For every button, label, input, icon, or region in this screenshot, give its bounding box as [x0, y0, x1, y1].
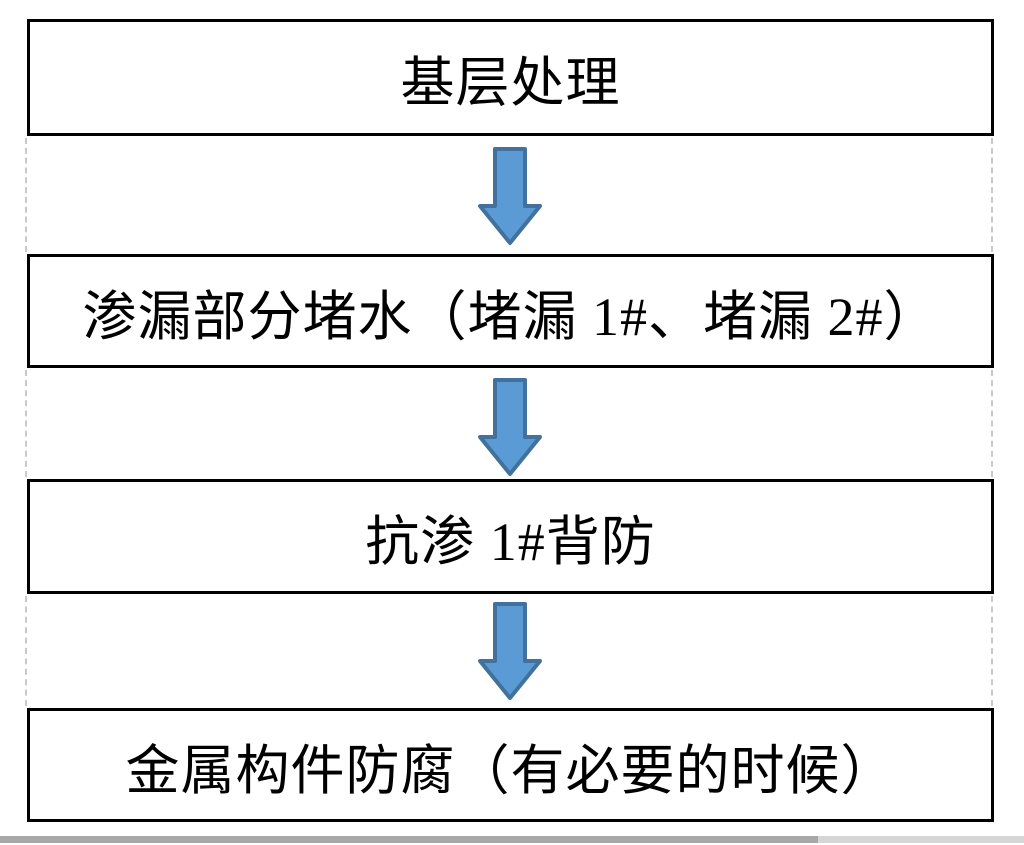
flow-step-base-treatment: 基层处理	[27, 19, 994, 136]
down-arrow-icon	[478, 378, 542, 476]
down-arrow-icon	[478, 602, 542, 700]
dashed-gridline	[25, 138, 27, 252]
dashed-gridline	[991, 138, 993, 252]
flow-step-label: 渗漏部分堵水（堵漏 1#、堵漏 2#）	[82, 286, 939, 347]
horizontal-scrollbar-track[interactable]	[0, 836, 1024, 843]
flow-step-metal-anticorrosion: 金属构件防腐（有必要的时候）	[27, 708, 994, 822]
flow-step-anti-seepage-back: 抗渗 1#背防	[27, 479, 994, 594]
flow-step-label: 金属构件防腐（有必要的时候）	[125, 740, 896, 801]
horizontal-scrollbar-thumb[interactable]	[0, 836, 818, 843]
flow-step-label: 抗渗 1#背防	[365, 512, 656, 572]
dashed-gridline	[25, 596, 27, 706]
down-arrow-icon	[478, 147, 542, 245]
dashed-gridline	[25, 370, 27, 477]
dashed-gridline	[991, 370, 993, 477]
flow-step-label: 基层处理	[400, 53, 621, 113]
flow-step-leak-plugging: 渗漏部分堵水（堵漏 1#、堵漏 2#）	[27, 254, 994, 368]
dashed-gridline	[991, 596, 993, 706]
